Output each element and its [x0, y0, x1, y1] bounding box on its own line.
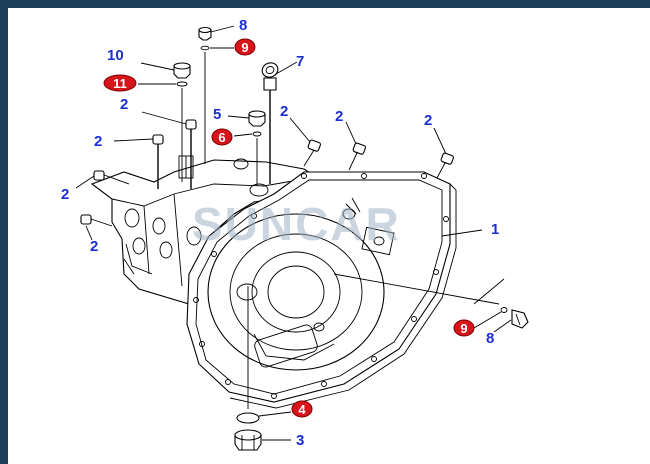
callout-9-side: 9 [453, 319, 475, 337]
callout-8-top: 8 [239, 17, 247, 34]
bolt-left-b [80, 214, 113, 227]
drain-plug-3 [234, 429, 262, 451]
callout-2-f: 2 [335, 108, 343, 125]
callout-2-d: 2 [90, 238, 98, 255]
callout-7: 7 [296, 53, 304, 70]
callout-11: 11 [103, 74, 137, 92]
callout-9-top: 9 [234, 38, 256, 56]
bolt-right-a [303, 139, 321, 167]
exploded-parts-diagram: SUNCAR 1 2 2 2 2 2 2 2 3 5 7 8 8 10 9 11… [61, 17, 529, 451]
plug-5 [248, 110, 266, 127]
gasket-4 [236, 412, 260, 424]
plug-10 [173, 62, 191, 79]
plug-8-top [198, 26, 212, 41]
callout-4-label: 4 [298, 402, 306, 417]
callout-2-g: 2 [424, 112, 432, 129]
leader-lines [75, 25, 512, 441]
bolt-left-a [93, 170, 130, 185]
callout-2-c: 2 [61, 186, 69, 203]
callout-4: 4 [291, 400, 313, 418]
guide-line-side [333, 273, 505, 305]
callout-6: 6 [211, 128, 233, 146]
watermark: SUNCAR [192, 198, 401, 250]
callout-11-label: 11 [113, 76, 127, 91]
bolt-top-b [185, 119, 197, 189]
callout-9-top-label: 9 [241, 40, 248, 55]
o-ring-11 [176, 81, 188, 87]
callout-1: 1 [491, 221, 499, 238]
plug-8-side [511, 309, 529, 329]
callout-3: 3 [296, 432, 304, 449]
callout-6-label: 6 [218, 130, 225, 145]
callout-8-side: 8 [486, 330, 494, 347]
bolt-right-b [348, 142, 366, 171]
o-ring-9-side [500, 307, 508, 313]
o-ring-9-top [200, 45, 210, 51]
diagram-canvas: SUNCAR 1 2 2 2 2 2 2 2 3 5 7 8 8 10 9 11… [8, 8, 650, 464]
housing-body [90, 155, 326, 305]
bolt-right-c [436, 152, 454, 179]
callout-5: 5 [213, 106, 221, 123]
flywheel-housing [186, 171, 457, 409]
eye-bolt-7 [261, 62, 279, 184]
callout-10: 10 [107, 47, 124, 64]
callout-2-a: 2 [120, 96, 128, 113]
callout-2-b: 2 [94, 133, 102, 150]
seal-6 [252, 131, 262, 137]
bolt-top-a [152, 134, 164, 189]
callout-2-e: 2 [280, 103, 288, 120]
callout-9-side-label: 9 [460, 321, 467, 336]
